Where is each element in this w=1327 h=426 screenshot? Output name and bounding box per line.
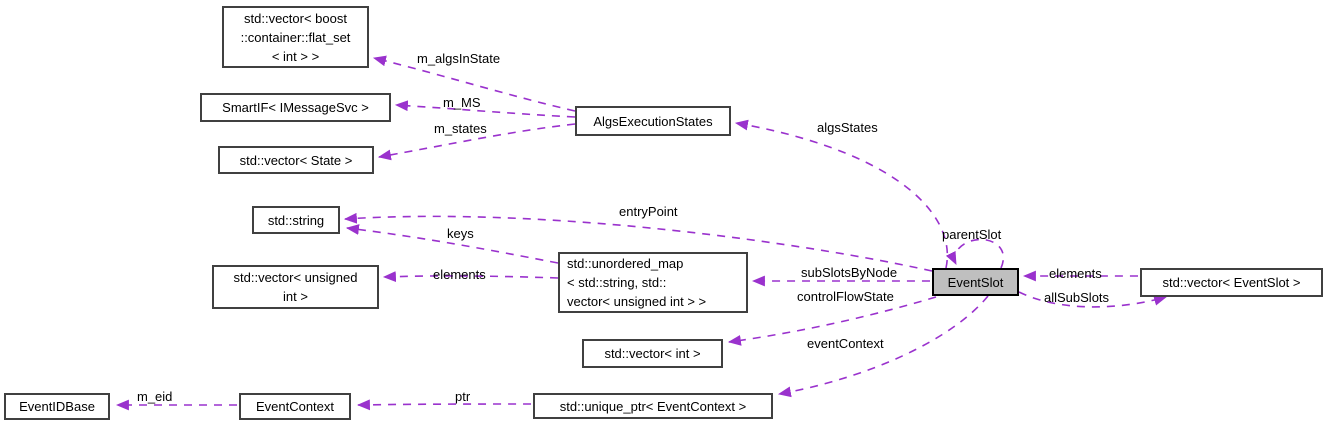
node-std-vector-flat-set[interactable]: std::vector< boost ::container::flat_set… (222, 6, 369, 68)
node-event-slot: EventSlot (932, 268, 1019, 296)
edge-label-m-states: m_states (434, 121, 487, 136)
node-std-vector-event-slot[interactable]: std::vector< EventSlot > (1140, 268, 1323, 297)
edge-label-entrypoint: entryPoint (619, 204, 678, 219)
edge-label-elements-vector: elements (1049, 266, 1102, 281)
edge-ptr (356, 399, 532, 411)
edge-label-parentslot: parentSlot (942, 227, 1002, 242)
edge-eventcontext (777, 295, 989, 398)
edge-entrypoint (343, 212, 933, 272)
node-std-vector-int[interactable]: std::vector< int > (582, 339, 723, 368)
node-std-unique-ptr-event-context[interactable]: std::unique_ptr< EventContext > (533, 393, 773, 419)
edge-label-allsubslots: allSubSlots (1044, 290, 1110, 305)
edge-m-states (377, 123, 576, 161)
edge-label-m-algsinstate: m_algsInState (417, 51, 501, 66)
edge-elements-map (382, 271, 559, 282)
edge-keys (345, 224, 559, 264)
edge-label-m-ms: m_MS (443, 95, 481, 110)
node-std-string[interactable]: std::string (252, 206, 340, 234)
node-std-vector-state[interactable]: std::vector< State > (218, 146, 374, 174)
node-std-unordered-map[interactable]: std::unordered_map < std::string, std:: … (558, 252, 748, 313)
edge-controlflowstate (727, 296, 937, 346)
edge-label-m-eid: m_eid (137, 389, 173, 404)
edge-label-keys: keys (447, 226, 474, 241)
node-algs-execution-states[interactable]: AlgsExecutionStates (575, 106, 731, 136)
edge-m-ms (394, 100, 576, 118)
edge-label-subslotsbynode: subSlotsByNode (801, 265, 898, 280)
node-event-id-base[interactable]: EventIDBase (4, 393, 110, 420)
edge-parentslot-loop (945, 238, 1004, 269)
node-smartif-imessagesvc[interactable]: SmartIF< IMessageSvc > (200, 93, 391, 122)
edge-label-controlflowstate: controlFlowState (797, 289, 894, 304)
edge-label-elements-map: elements (433, 267, 486, 282)
edge-label-ptr: ptr (455, 389, 471, 404)
node-std-vector-unsigned-int[interactable]: std::vector< unsigned int > (212, 265, 379, 309)
edge-label-algsstates: algsStates (817, 120, 878, 135)
edge-allsubslots (1018, 291, 1168, 308)
edge-algsstates (734, 119, 949, 269)
node-event-context[interactable]: EventContext (239, 393, 351, 420)
edge-label-eventcontext: eventContext (807, 336, 884, 351)
